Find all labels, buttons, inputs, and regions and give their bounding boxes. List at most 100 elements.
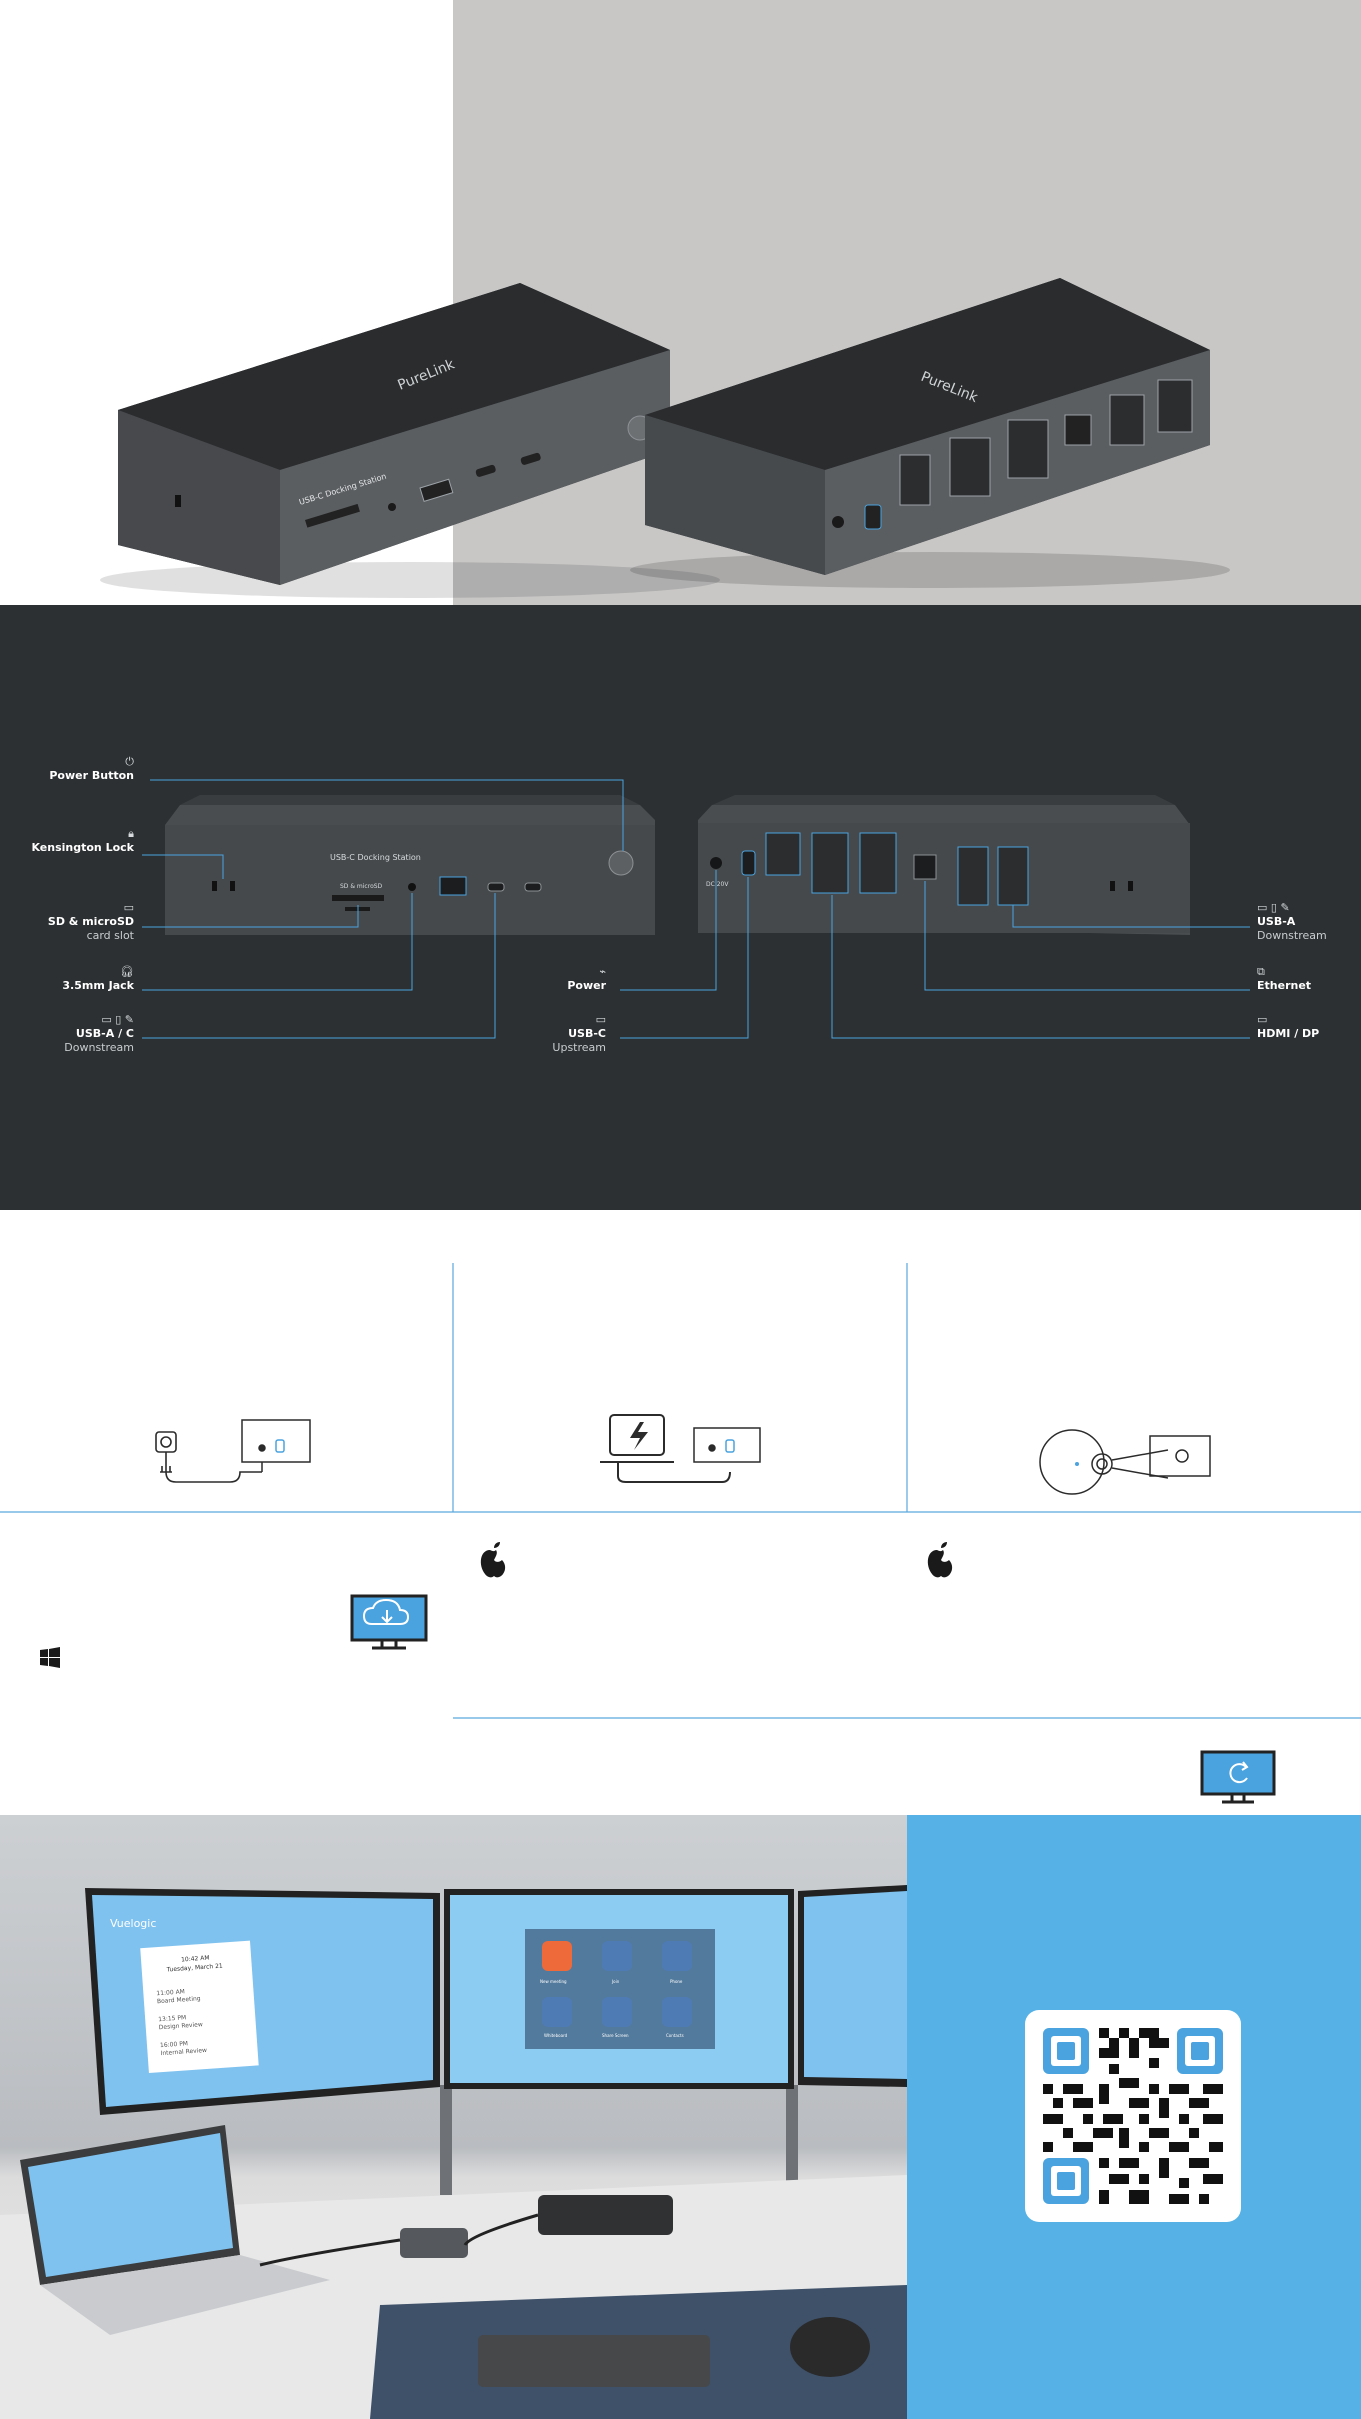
ports-display-group-1 xyxy=(765,832,801,876)
app-label: Phone xyxy=(670,1979,683,1984)
front-usb-c2-port xyxy=(520,452,541,465)
back-usb-a-group-2 xyxy=(1157,379,1193,433)
back-ethernet-port xyxy=(1064,414,1092,446)
label-power-button: ⏻ Power Button xyxy=(40,755,134,783)
label-usb-a-downstream: ▭ ▯ ✎ USB-A Downstream xyxy=(1257,901,1357,943)
back-display-group-2 xyxy=(949,437,991,497)
qr-code-card[interactable] xyxy=(1025,2010,1241,2222)
power-button-icon xyxy=(1039,1429,1211,1495)
app-label: Join xyxy=(611,1979,620,1984)
app-label: Whiteboard xyxy=(544,2033,568,2038)
ports-front-card-label: SD & microSD xyxy=(340,883,383,890)
usb-icons: ▭ ▯ ✎ xyxy=(1257,901,1290,914)
ports-front-label: USB-C Docking Station xyxy=(330,853,421,862)
ports-usb-a-group-2 xyxy=(997,846,1029,906)
label-hdmi-dp: ▭ HDMI / DP xyxy=(1257,1013,1357,1041)
desk-brand: Vuelogic xyxy=(110,1917,156,1930)
power-icon: ⏻ xyxy=(125,755,134,768)
qr-code[interactable] xyxy=(1043,2028,1223,2204)
event-name: Internal Review xyxy=(160,2047,207,2057)
ports-sd-slot xyxy=(332,895,384,901)
center-monitor: New meeting Join Phone Whiteboard Share … xyxy=(444,1889,794,2089)
back-usb-c-port xyxy=(864,504,882,530)
label-usb-c-upstream: ▭ USB-C Upstream xyxy=(510,1013,606,1055)
power-plug-icon: ⌁ xyxy=(599,965,606,978)
back-dock-image: PureLink xyxy=(630,278,1230,588)
bottom-section: Vuelogic 10:42 AM Tuesday, March 21 11:0… xyxy=(0,1815,1361,2419)
ports-usb-c-upstream-port xyxy=(741,850,756,876)
ports-diagram: USB-C Docking Station SD & microSD DC 20… xyxy=(142,779,1250,1039)
ports-back-dock: DC 20V xyxy=(698,795,1190,935)
ports-audio-jack xyxy=(408,883,416,891)
download-monitor-icon xyxy=(350,1594,428,1650)
desk-illustration: Vuelogic 10:42 AM Tuesday, March 21 11:0… xyxy=(0,1885,907,2419)
ports-usb-a-port xyxy=(439,876,467,896)
front-audio-jack xyxy=(388,503,396,511)
qr-panel xyxy=(907,1815,1361,2419)
event-name: Board Meeting xyxy=(157,1995,201,2005)
front-usb-a-port xyxy=(419,478,454,503)
desk-hub xyxy=(400,2228,468,2258)
sd-card-icon: ▭ xyxy=(123,901,134,914)
ports-usb-a-group-1 xyxy=(957,846,989,906)
laptop-icon: ▭ xyxy=(595,1013,606,1026)
headphones-icon: 🎧︎ xyxy=(120,965,134,978)
step2-dock-icon xyxy=(693,1427,761,1463)
usb-icons: ▭ ▯ ✎ xyxy=(101,1013,134,1026)
callout-lines xyxy=(142,779,1250,1039)
back-usb-a-group-1 xyxy=(1109,394,1145,446)
step1-dock-icon xyxy=(241,1419,311,1472)
back-dc-port xyxy=(832,516,844,528)
app-label: Share Screen xyxy=(602,2033,629,2038)
ports-dc-label: DC 20V xyxy=(706,881,729,888)
event-time: 13:15 PM xyxy=(158,2014,186,2023)
label-usb-a-c-downstream: ▭ ▯ ✎ USB-A / C Downstream xyxy=(20,1013,134,1055)
apple-icon xyxy=(927,1542,953,1578)
ethernet-icon: ⧉ xyxy=(1257,965,1265,978)
back-display-group-1 xyxy=(899,454,931,506)
calendar-date: Tuesday, March 21 xyxy=(166,1963,224,1974)
ports-section: USB-C Docking Station SD & microSD DC 20… xyxy=(0,605,1361,1210)
monitor-icon: ▭ xyxy=(1257,1013,1268,1026)
desk-setup-image: Vuelogic 10:42 AM Tuesday, March 21 11:0… xyxy=(0,1815,907,2419)
event-name: Design Review xyxy=(159,2021,204,2031)
back-display-group-3 xyxy=(1007,419,1049,479)
label-audio-jack: 🎧︎ 3.5mm Jack xyxy=(20,965,134,993)
ports-usb-c-port-2 xyxy=(524,882,542,892)
lock-icon: 🔒︎ xyxy=(128,827,134,840)
steps-section xyxy=(0,1210,1361,1815)
front-usb-c-port xyxy=(475,464,496,477)
hero-product-images: PureLink USB-C Docking Station PureLink xyxy=(100,278,1230,598)
ports-usb-c-port-1 xyxy=(487,882,505,892)
label-kensington-lock: 🔒︎ Kensington Lock xyxy=(20,827,134,855)
event-time: 16:00 PM xyxy=(160,2040,188,2049)
event-time: 11:00 AM xyxy=(156,1988,185,1997)
app-label: New meeting xyxy=(540,1979,567,1984)
mouse xyxy=(790,2317,870,2377)
left-monitor: Vuelogic 10:42 AM Tuesday, March 21 11:0… xyxy=(85,1888,440,2115)
power-outlet-icon xyxy=(155,1431,262,1483)
ports-ethernet-port xyxy=(913,854,937,880)
ports-front-dock: USB-C Docking Station SD & microSD xyxy=(165,795,655,935)
calendar-time: 10:42 AM xyxy=(181,1955,210,1964)
laptop xyxy=(20,2125,330,2335)
steps-grid-lines xyxy=(0,1263,1361,1719)
label-power: ⌁ Power xyxy=(510,965,606,993)
ports-display-group-2 xyxy=(811,832,849,894)
desk-dock xyxy=(538,2195,673,2235)
ports-display-group-3 xyxy=(859,832,897,894)
steps-diagram xyxy=(0,1263,1361,1804)
label-ethernet: ⧉ Ethernet xyxy=(1257,965,1357,993)
app-label: Contacts xyxy=(666,2033,684,2038)
ports-power-button xyxy=(608,850,634,876)
ports-dc-port xyxy=(710,857,722,869)
hero-section: PureLink USB-C Docking Station PureLink xyxy=(0,0,1361,605)
apple-icon xyxy=(480,1542,506,1578)
windows-icon xyxy=(40,1647,60,1668)
refresh-monitor-icon xyxy=(1200,1750,1276,1804)
front-lock-slot xyxy=(175,495,181,507)
label-sd-card: ▭ SD & microSD card slot xyxy=(20,901,134,943)
laptop-charging-icon xyxy=(600,1414,731,1483)
front-dock-image: PureLink USB-C Docking Station xyxy=(100,283,720,598)
keyboard xyxy=(478,2335,710,2387)
